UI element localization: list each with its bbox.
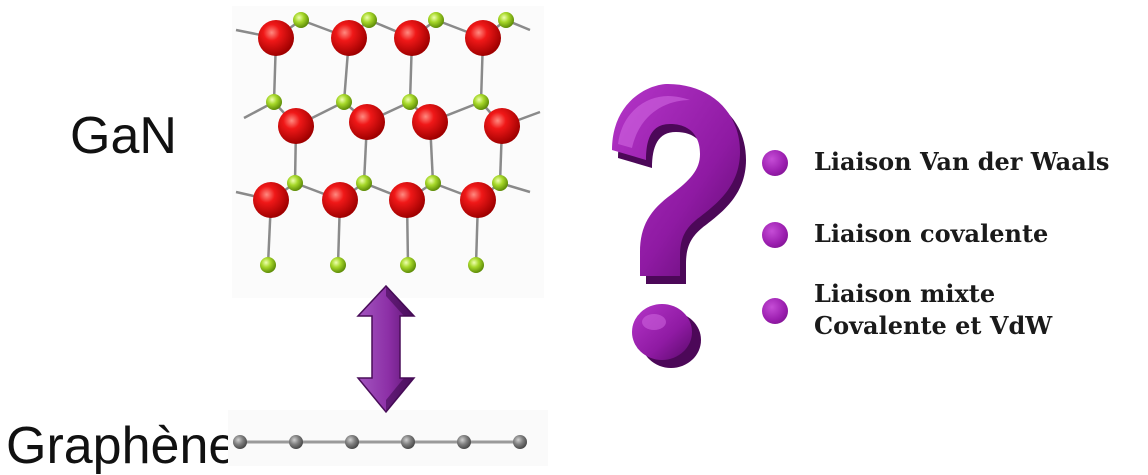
option-text: Liaison Van der Waals — [814, 146, 1109, 178]
n-atom — [330, 257, 346, 273]
n-atom — [361, 12, 377, 28]
n-atom — [492, 175, 508, 191]
n-atom — [468, 257, 484, 273]
option-mixed: Liaison mixte Covalente et VdW — [762, 278, 1052, 342]
ga-atom — [253, 182, 289, 218]
n-atom — [287, 175, 303, 191]
n-atom — [402, 94, 418, 110]
graphene-atom — [401, 435, 415, 449]
graphene-atom — [289, 435, 303, 449]
option-van-der-waals: Liaison Van der Waals — [762, 146, 1109, 178]
n-atom — [260, 257, 276, 273]
option-line: Liaison Van der Waals — [814, 147, 1110, 176]
ga-atom — [465, 20, 501, 56]
n-atom — [336, 94, 352, 110]
graphene-atom — [513, 435, 527, 449]
graphene-atom — [457, 435, 471, 449]
option-line: Covalente et VdW — [814, 311, 1053, 340]
gan-middle-row — [266, 94, 520, 144]
graphene-label: Graphène — [6, 417, 238, 475]
graphene-atom — [233, 435, 247, 449]
ga-atom — [412, 104, 448, 140]
n-atom — [356, 175, 372, 191]
bullet-icon — [762, 150, 788, 176]
gan-top-row — [258, 12, 514, 56]
gan-bottom-row — [253, 175, 508, 218]
gan-label: GaN — [70, 107, 177, 165]
ga-atom — [322, 182, 358, 218]
ga-atom — [460, 182, 496, 218]
ga-atom — [278, 108, 314, 144]
option-covalent: Liaison covalente — [762, 218, 1048, 250]
ga-atom — [331, 20, 367, 56]
graphene-atom — [345, 435, 359, 449]
ga-atom — [394, 20, 430, 56]
bullet-icon — [762, 222, 788, 248]
n-atom — [473, 94, 489, 110]
n-atom — [266, 94, 282, 110]
lattice-backdrop — [232, 6, 544, 298]
ga-atom — [349, 104, 385, 140]
n-atom — [400, 257, 416, 273]
ga-atom — [484, 108, 520, 144]
option-line: Liaison mixte — [814, 279, 996, 308]
option-line: Liaison covalente — [814, 219, 1049, 248]
question-mark-icon — [612, 84, 746, 368]
n-atom — [428, 12, 444, 28]
ga-atom — [389, 182, 425, 218]
n-atom — [498, 12, 514, 28]
n-atom — [293, 12, 309, 28]
double-arrow-icon — [356, 284, 416, 414]
option-text: Liaison mixte Covalente et VdW — [814, 278, 1052, 342]
graphene-backdrop — [228, 410, 548, 466]
n-atom — [425, 175, 441, 191]
graphene-chain — [233, 435, 527, 449]
ga-atom — [258, 20, 294, 56]
option-text: Liaison covalente — [814, 218, 1048, 250]
bullet-icon — [762, 298, 788, 324]
gan-terminal-atoms — [260, 257, 484, 273]
